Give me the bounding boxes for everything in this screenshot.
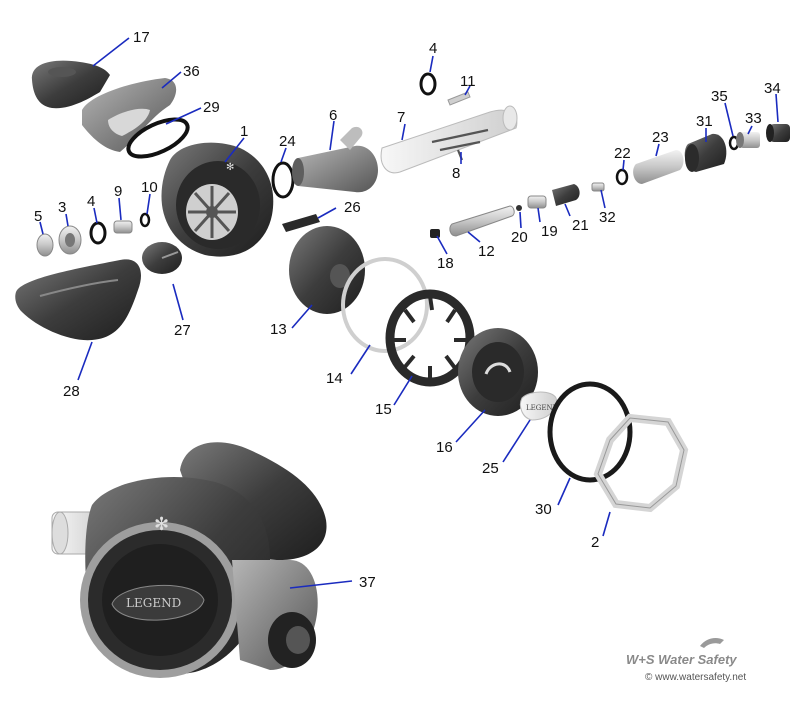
part-label-11: 11 [460,73,476,90]
copyright-text: © www.watersafety.net [645,672,746,683]
svg-text:✻: ✻ [154,514,169,535]
valve-body-part [292,126,378,193]
assembled-regulator: LEGEND ✻ [51,442,327,678]
part-label-1: 1 [240,123,248,140]
fitting-33-part [736,132,760,148]
part-label-21: 21 [572,217,589,234]
part-label-16: 16 [436,439,453,456]
mouthpiece-part [31,60,110,109]
end-cap-34-part [766,124,790,142]
part-label-4-left: 4 [87,193,95,210]
svg-text:✻: ✻ [226,162,234,173]
o-ring-10-part [139,212,151,228]
part-label-7: 7 [397,109,405,126]
part-label-20: 20 [511,229,528,246]
part-label-22: 22 [614,145,631,162]
brand-logo-text: W+S Water Safety [626,652,737,667]
part-labels: 17 36 29 1 24 6 4 11 7 8 35 34 31 33 23 … [34,29,781,591]
dolphin-icon [700,638,724,648]
part-label-33: 33 [745,110,762,127]
part-label-32: 32 [599,209,616,226]
o-ring-24-part [271,161,295,199]
hose-adapter-23-part [633,150,684,184]
pin-part [447,91,471,106]
part-label-31: 31 [696,113,713,130]
part-label-37: 37 [359,574,376,591]
exhaust-ring-part [126,117,190,159]
part-label-27: 27 [174,322,191,339]
o-ring-4-top-part [419,72,437,96]
bezel-part [593,413,689,513]
ball-20-part [516,205,522,211]
part-label-4-top: 4 [429,40,437,57]
part-label-5: 5 [34,208,42,225]
nut-18-part [430,229,440,238]
ring-30-part [547,381,633,483]
part-label-25: 25 [482,460,499,477]
part-label-8: 8 [452,165,460,182]
o-ring-4-left-part [89,221,107,245]
bushing-3-part [58,225,82,255]
spring-part [527,195,547,209]
valve-tube-part [380,105,518,174]
part-label-15: 15 [375,401,392,418]
ring-cage-part [385,289,475,387]
tube-26-part [282,214,320,232]
part-label-13: 13 [270,321,287,338]
part-label-17: 17 [133,29,150,46]
exhaust-valve-part [142,242,182,274]
screw-9-part [113,220,133,234]
exhaust-tee-part [82,78,177,152]
deflector-part [15,259,141,341]
part-label-6: 6 [329,107,337,124]
part-label-30: 30 [535,501,552,518]
housing-part: ✻ [161,142,274,257]
part-label-14: 14 [326,370,343,387]
part-label-9: 9 [114,183,122,200]
part-label-24: 24 [279,133,296,150]
stem-12-part [449,205,515,237]
label-plate-text: LEGEND [526,404,559,412]
o-ring-22-part [615,168,629,186]
part-label-12: 12 [478,243,495,260]
part-label-34: 34 [764,80,781,97]
ring-14-part [341,257,429,353]
pin-32-part [591,182,605,192]
brand-logo: W+S Water Safety © www.watersafety.net [626,638,746,683]
part-label-2: 2 [591,534,599,551]
leader-lines [39,37,779,589]
nut-31-part [684,133,727,172]
part-label-10: 10 [141,179,158,196]
part-label-36: 36 [183,63,200,80]
part-label-3: 3 [58,199,66,216]
part-label-19: 19 [541,223,558,240]
washer-5-part [36,233,54,257]
poppet-21-part [552,184,580,206]
part-label-18: 18 [437,255,454,272]
part-label-26: 26 [344,199,361,216]
front-cover-part [458,328,538,416]
regulator-brand-text: LEGEND [126,596,181,610]
part-label-28: 28 [63,383,80,400]
part-label-29: 29 [203,99,220,116]
diaphragm-part [289,226,365,314]
part-label-23: 23 [652,129,669,146]
part-label-35: 35 [711,88,728,105]
